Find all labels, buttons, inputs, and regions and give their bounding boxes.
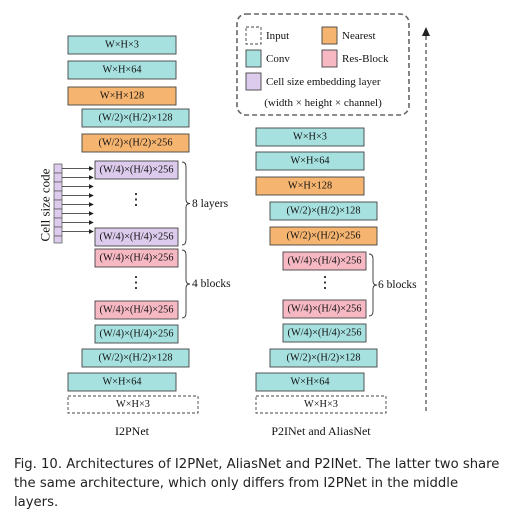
- figure-caption: Fig. 10. Architectures of I2PNet, AliasN…: [14, 457, 500, 510]
- i2pnet-layer-12-text: W×H×3: [116, 399, 150, 410]
- i2pnet-column: W×H×3W×H×64W×H×128(W/2)×(H/2)×128(W/2)×(…: [38, 35, 231, 438]
- p2inet-layer-2: [255, 176, 365, 196]
- p2inet-layer-1: [255, 151, 365, 171]
- i2pnet-layer-3-text: (W/2)×(H/2)×128: [99, 113, 173, 124]
- p2inet-layer-8-text: (W/2)×(H/2)×128: [287, 353, 361, 364]
- cell-size-code-label: Cell size code: [38, 168, 53, 241]
- i2pnet-embed-ellipsis: ⋮: [128, 192, 144, 209]
- i2pnet-layer-11-text: W×H×64: [102, 377, 141, 388]
- diagram-annotations: [422, 27, 430, 411]
- legend-label-conv: Conv: [266, 53, 290, 65]
- i2pnet-resblock-ellipsis: ⋮: [128, 275, 144, 292]
- legend-swatch-nearest: [321, 26, 338, 45]
- i2pnet-layer-6-text: (W/4)×(H/4)×256: [100, 232, 174, 243]
- i2pnet-layer-10: [81, 348, 190, 368]
- legend-label-nearest: Nearest: [342, 30, 376, 42]
- p2inet-layer-6-text: (W/4)×(H/4)×256: [288, 304, 362, 315]
- p2inet-layer-1-text: W×H×64: [290, 156, 329, 167]
- p2inet-layer-0-text: W×H×3: [293, 132, 327, 143]
- i2pnet-layers-bracket: [181, 161, 191, 246]
- i2pnet-layer-0: [67, 35, 177, 55]
- i2pnet-layer-10-text: (W/2)×(H/2)×128: [99, 353, 173, 364]
- flow-direction-arrowhead: [422, 27, 430, 36]
- cell-code-cell: [53, 235, 63, 244]
- cell-code-cell: [53, 190, 63, 201]
- p2inet-layer-10-text: W×H×3: [304, 399, 338, 410]
- i2pnet-layer-0-text: W×H×3: [105, 40, 139, 51]
- p2inet-blocks-bracket: [368, 253, 378, 317]
- cell-code-cell: [53, 181, 63, 192]
- i2pnet-layer-3: [81, 108, 190, 128]
- i2pnet-blocks-bracket: [181, 249, 191, 319]
- p2inet-resblock-ellipsis: ⋮: [317, 275, 333, 292]
- cell-code-cell: [53, 199, 63, 210]
- i2pnet-layer-12: [67, 395, 199, 414]
- p2inet-layer-7: [282, 323, 367, 343]
- p2inet-layer-5-text: (W/4)×(H/4)×256: [288, 256, 362, 267]
- i2pnet-layer-7: [94, 248, 179, 268]
- i2pnet-layer-4: [81, 133, 190, 153]
- p2inet-layer-2-text: W×H×128: [288, 181, 332, 192]
- p2inet-layer-7-text: (W/4)×(H/4)×256: [288, 328, 362, 339]
- p2inet-title: P2INet and AliasNet: [271, 424, 371, 438]
- i2pnet-layer-1: [67, 60, 177, 80]
- legend-swatch-input: [245, 26, 262, 45]
- p2inet-layer-8: [269, 348, 378, 368]
- legend-note: (width × height × channel): [264, 97, 382, 109]
- legend-swatch-res_block: [321, 49, 338, 68]
- cell-code-cell: [53, 172, 63, 183]
- p2inet-blocks-label: 6 blocks: [378, 279, 417, 291]
- legend-border: [236, 13, 410, 116]
- i2pnet-layer-6: [94, 227, 179, 247]
- p2inet-column: W×H×3W×H×64W×H×128(W/2)×(H/2)×128(W/2)×(…: [255, 127, 417, 438]
- p2inet-layer-4-text: (W/2)×(H/2)×256: [287, 231, 361, 242]
- p2inet-layer-0: [255, 127, 365, 147]
- cell-code-cell: [53, 217, 63, 228]
- i2pnet-layer-8: [94, 300, 179, 320]
- p2inet-layer-9-text: W×H×64: [290, 377, 329, 388]
- i2pnet-layer-2: [67, 86, 177, 106]
- p2inet-layer-6: [282, 299, 367, 319]
- i2pnet-layer-2-text: W×H×128: [100, 91, 144, 102]
- cell-size-code: [53, 163, 94, 244]
- cell-code-cell: [53, 226, 63, 237]
- i2pnet-title: I2PNet: [115, 424, 150, 438]
- legend-label-input: Input: [266, 30, 289, 42]
- i2pnet-layer-9: [94, 324, 179, 344]
- i2pnet-layer-9-text: (W/4)×(H/4)×256: [100, 329, 174, 340]
- i2pnet-layer-11: [67, 372, 177, 392]
- i2pnet-layers-label: 8 layers: [192, 198, 229, 210]
- p2inet-layer-3: [269, 201, 378, 221]
- legend-label-cell_embed: Cell size embedding layer: [266, 76, 381, 88]
- cell-code-cell: [53, 208, 63, 219]
- legend-swatch-cell_embed: [245, 72, 262, 91]
- p2inet-layer-4: [269, 226, 378, 246]
- i2pnet-layer-8-text: (W/4)×(H/4)×256: [100, 305, 174, 316]
- i2pnet-layer-1-text: W×H×64: [102, 65, 141, 76]
- legend-label-res_block: Res-Block: [342, 53, 389, 65]
- p2inet-layer-9: [255, 372, 365, 392]
- i2pnet-layer-4-text: (W/2)×(H/2)×256: [99, 138, 173, 149]
- legend-swatch-conv: [245, 49, 262, 68]
- p2inet-layer-10: [255, 395, 387, 414]
- i2pnet-layer-5: [94, 160, 179, 180]
- p2inet-layer-3-text: (W/2)×(H/2)×128: [287, 206, 361, 217]
- i2pnet-blocks-label: 4 blocks: [192, 278, 231, 290]
- p2inet-layer-5: [282, 251, 367, 271]
- i2pnet-layer-7-text: (W/4)×(H/4)×256: [100, 253, 174, 264]
- cell-code-cell: [53, 163, 63, 174]
- i2pnet-layer-5-text: (W/4)×(H/4)×256: [100, 165, 174, 176]
